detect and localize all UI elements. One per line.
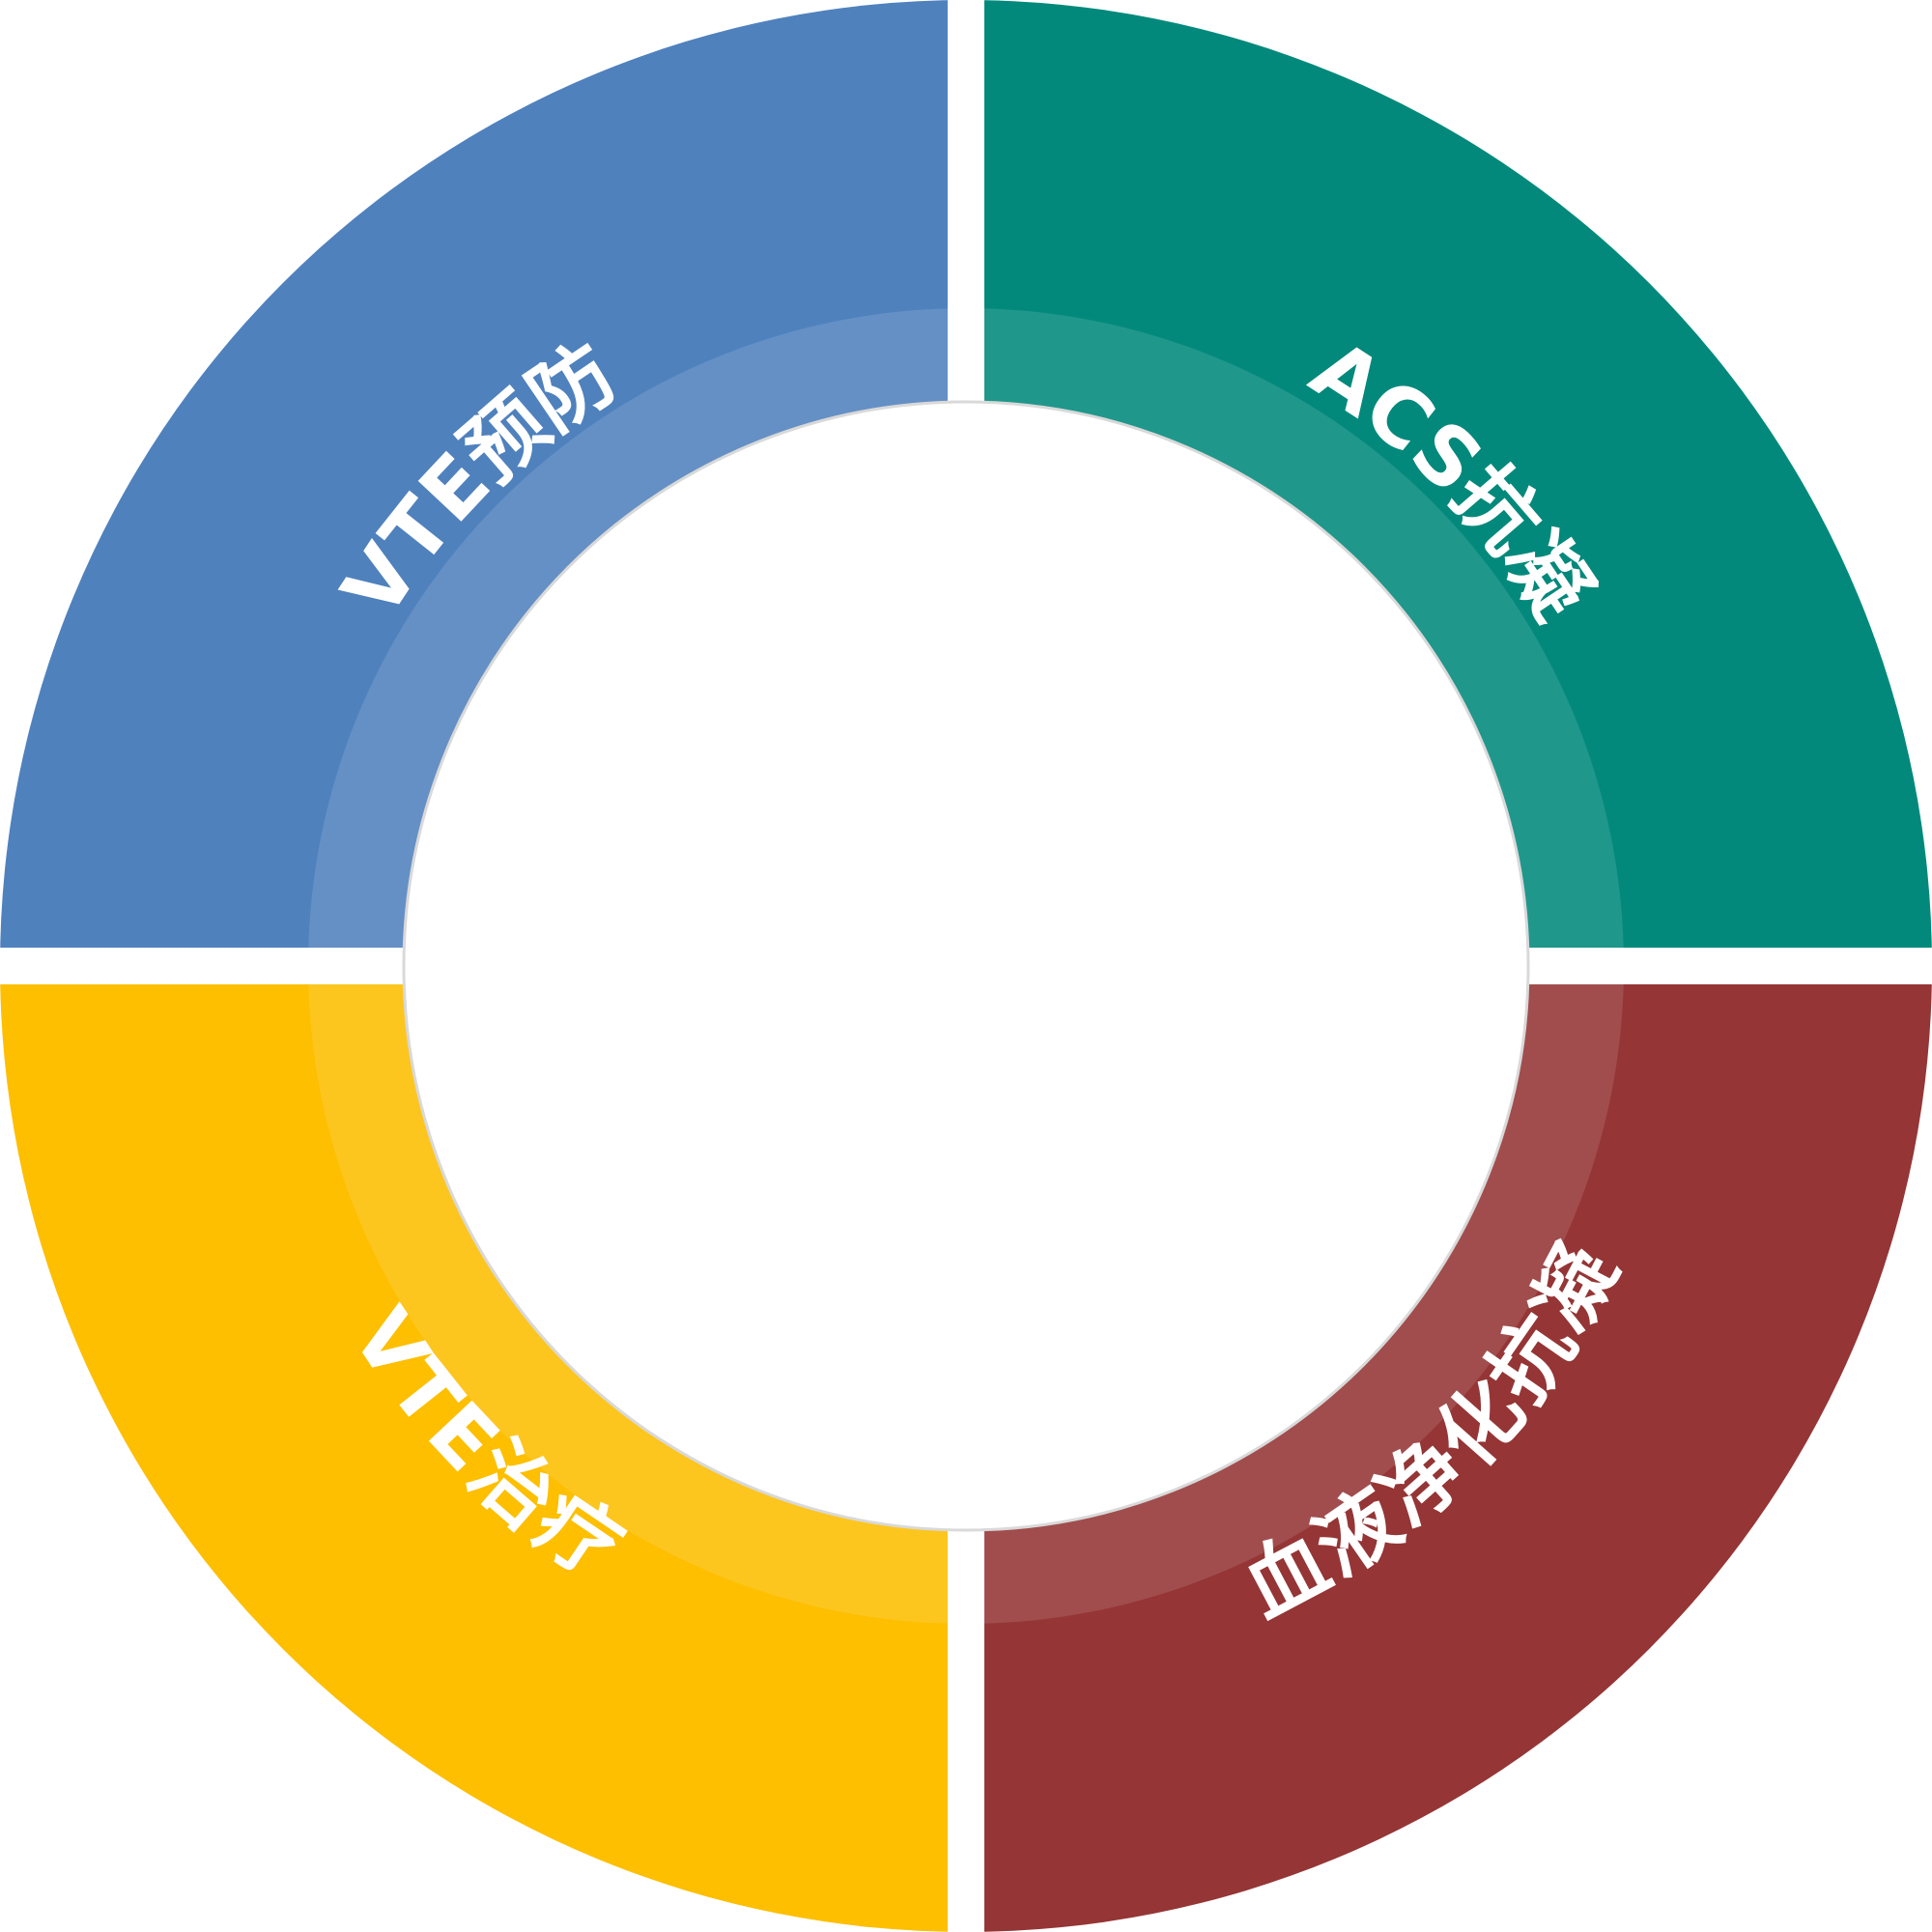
center-circle bbox=[402, 400, 1530, 1532]
